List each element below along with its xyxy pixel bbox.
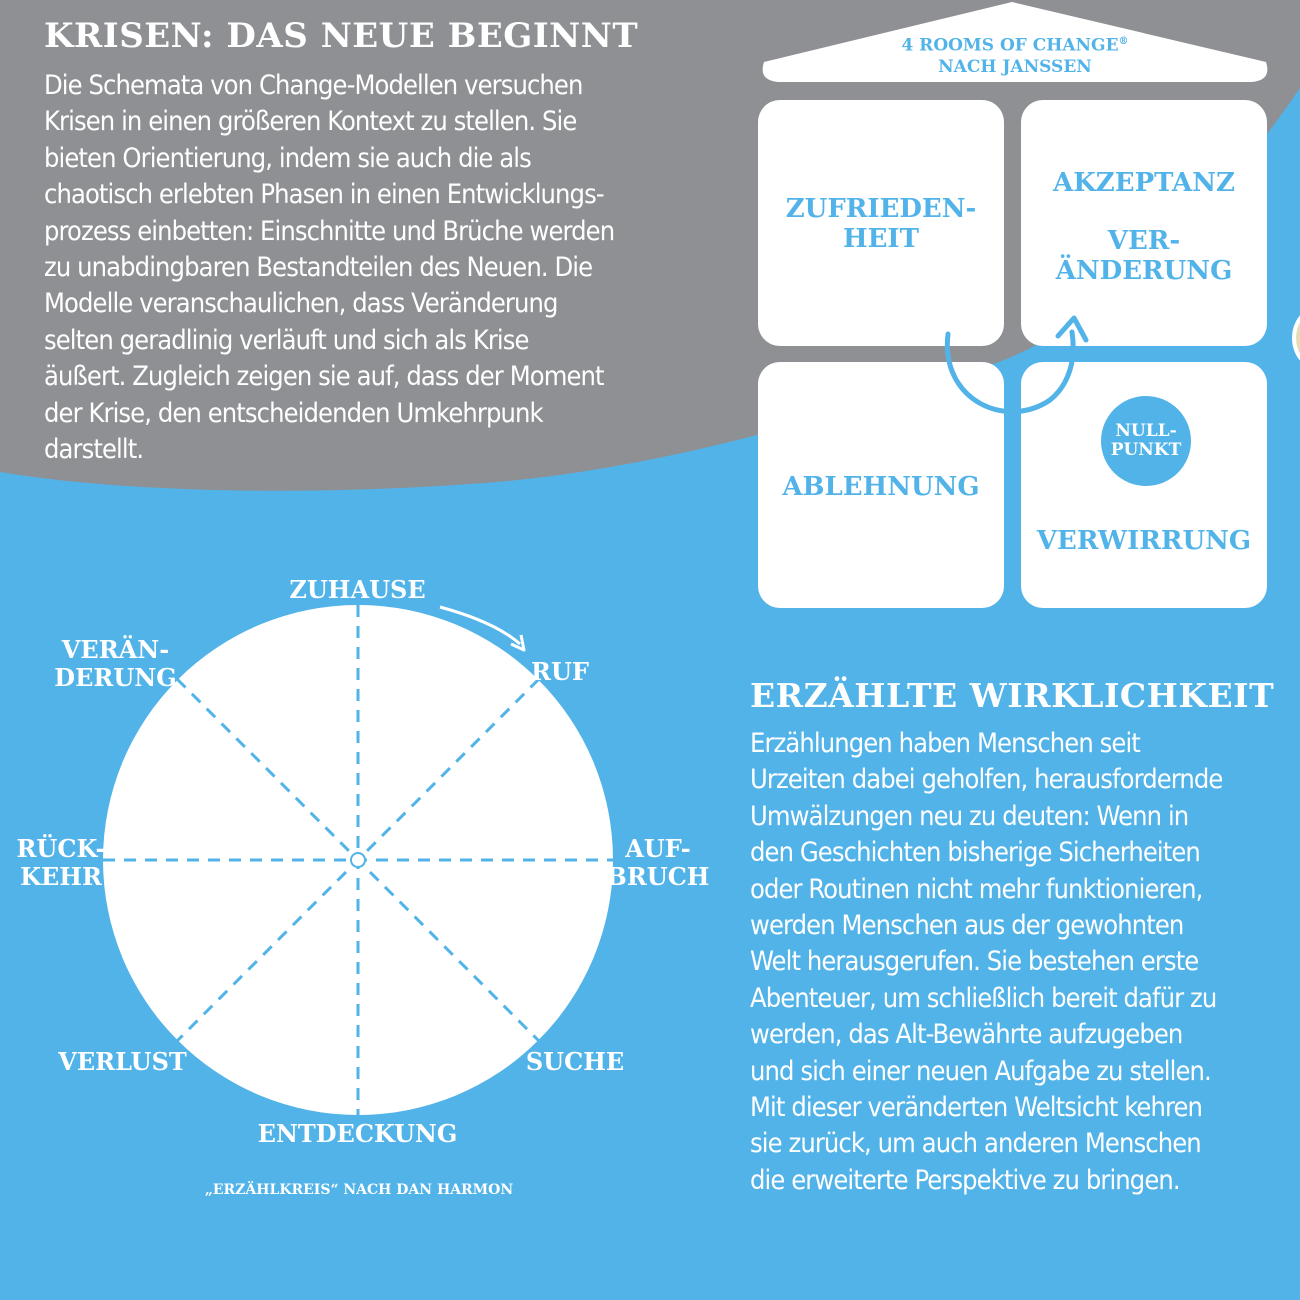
story-wheel: [103, 605, 613, 1115]
room-contentment: ZUFRIEDEN- HEIT: [758, 100, 1004, 346]
roof: [762, 2, 1268, 82]
intro-title: KRISEN: DAS NEUE BEGINNT: [44, 16, 639, 56]
stage-home: ZUHAUSE: [289, 575, 426, 604]
stage-return: RÜCK- KEHR: [16, 834, 106, 891]
room-denial-label: ABLEHNUNG: [782, 472, 980, 502]
stage-change: VERÄN- DERUNG: [54, 635, 177, 692]
direction-arrow: [439, 605, 521, 646]
room-change-label: VER- ÄNDERUNG: [1055, 226, 1233, 286]
roof-title-line1: 4 ROOMS OF CHANGE: [901, 35, 1119, 56]
intro-text: Die Schemata von Change-Modellen versuch…: [44, 70, 615, 466]
narrative-text: Erzählungen haben Menschen seit Urzeiten…: [750, 728, 1223, 1196]
room-confusion: NULL- PUNKT VERWIRRUNG: [1021, 362, 1267, 608]
stage-loss: VERLUST: [58, 1047, 187, 1076]
wheel-caption: „ERZÄHLKREIS“ NACH DAN HARMON: [204, 1182, 514, 1198]
edge-circle-fragment: [1292, 315, 1300, 361]
stage-call: RUF: [531, 657, 589, 686]
room-acceptance-label: AKZEPTANZ: [1053, 168, 1235, 198]
cycle-arrow: [944, 315, 1089, 415]
wheel-center: [350, 852, 366, 868]
room-denial: ABLEHNUNG: [758, 362, 1004, 608]
room-contentment-label: ZUFRIEDEN- HEIT: [785, 194, 977, 254]
room-confusion-label: VERWIRRUNG: [1036, 526, 1252, 556]
stage-discovery: ENTDECKUNG: [257, 1119, 458, 1148]
nullpunkt-badge: NULL- PUNKT: [1101, 396, 1191, 486]
roof-title: 4 ROOMS OF CHANGE® NACH JANSSEN: [830, 31, 1200, 78]
stage-search: SUCHE: [525, 1047, 625, 1076]
stage-departure: AUF- BRUCH: [606, 834, 710, 891]
narrative-title: ERZÄHLTE WIRKLICHKEIT: [750, 676, 1275, 715]
roof-title-line2: NACH JANSSEN: [938, 56, 1092, 77]
registered-mark: ®: [1118, 36, 1129, 47]
room-acceptance: AKZEPTANZ VER- ÄNDERUNG: [1021, 100, 1267, 346]
